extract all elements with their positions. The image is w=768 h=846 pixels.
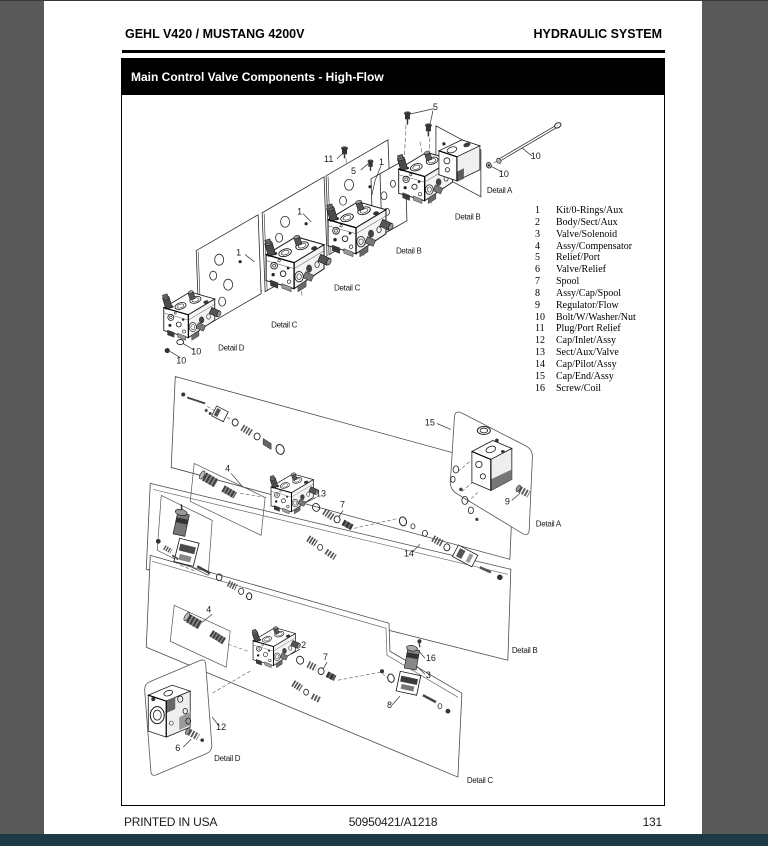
svg-text:16: 16	[426, 653, 436, 663]
svg-text:10: 10	[531, 151, 541, 161]
svg-text:10: 10	[191, 347, 201, 357]
svg-text:Detail C: Detail C	[467, 776, 494, 785]
svg-text:14: 14	[404, 548, 414, 558]
svg-text:13: 13	[316, 488, 326, 498]
svg-text:Detail D: Detail D	[214, 754, 241, 763]
svg-text:10: 10	[499, 169, 509, 179]
svg-text:Detail D: Detail D	[218, 344, 245, 353]
svg-text:4: 4	[225, 463, 230, 473]
svg-text:2: 2	[301, 640, 306, 650]
svg-text:9: 9	[505, 496, 510, 506]
svg-text:1: 1	[379, 157, 384, 167]
svg-text:8: 8	[387, 700, 392, 710]
svg-text:7: 7	[323, 652, 328, 662]
svg-text:1: 1	[297, 207, 302, 217]
svg-text:Detail A: Detail A	[487, 186, 513, 195]
svg-text:12: 12	[216, 722, 226, 732]
svg-text:Detail C: Detail C	[334, 284, 361, 293]
svg-text:Detail A: Detail A	[536, 519, 562, 528]
svg-text:5: 5	[351, 166, 356, 176]
svg-text:3: 3	[426, 670, 431, 680]
svg-text:6: 6	[175, 743, 180, 753]
svg-text:5: 5	[433, 102, 438, 112]
svg-text:Detail B: Detail B	[455, 213, 481, 222]
svg-text:Detail C: Detail C	[271, 321, 298, 330]
svg-text:11: 11	[324, 154, 333, 164]
svg-text:Detail B: Detail B	[396, 247, 422, 256]
svg-text:1: 1	[236, 248, 241, 258]
svg-text:7: 7	[340, 499, 345, 509]
svg-text:10: 10	[176, 356, 186, 366]
svg-text:15: 15	[425, 417, 435, 427]
svg-text:Detail B: Detail B	[512, 646, 538, 655]
svg-text:4: 4	[206, 604, 211, 614]
